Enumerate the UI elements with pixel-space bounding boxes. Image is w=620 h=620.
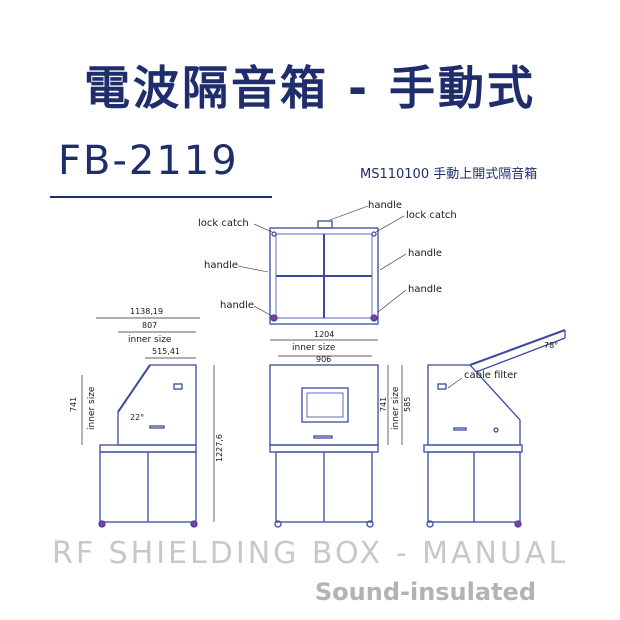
label-lock-catch-left: lock catch [198,218,249,229]
open-lid [469,329,566,366]
label-handle-right-2: handle [408,284,442,295]
side-upper-body [117,364,197,446]
top-view [269,220,379,325]
label-open-angle: 78° [544,341,558,350]
dim-front-inner-width: 906 [316,355,331,364]
label-handle-left: handle [204,260,238,271]
dim-half: 515,41 [152,347,180,356]
footer-title: RF SHIELDING BOX - MANUAL [52,536,569,571]
dim-front-height-2: 585 [403,397,412,412]
dim-front-height-label: inner size [391,386,401,430]
leader-handle-right-2 [377,289,407,313]
dim-total-height: 1227,6 [215,434,224,462]
technical-drawing: handle lock catch lock catch handle hand… [69,200,566,528]
side-view [98,364,198,528]
front-stand-top [269,444,379,453]
leader-cable-filter [447,377,463,389]
page-title: 電波隔音箱 - 手動式 [83,61,537,115]
dim-front-inner-label: inner size [292,343,336,353]
side-stand-top [99,444,197,453]
open-wheel [514,520,522,528]
dim-angle: 22° [130,413,144,422]
open-slot [453,427,467,431]
open-panel-button [437,383,447,390]
leader-handle-left [237,265,269,273]
product-subtitle: MS110100 手動上開式隔音箱 [360,167,538,182]
open-wheel [426,520,434,528]
front-slot [313,435,333,439]
dim-front-width: 1204 [314,330,334,339]
side-slot [149,425,165,429]
front-wheel [274,520,282,528]
top-corner-knob [370,314,378,322]
label-cable-filter: cable filter [464,370,518,381]
side-wheel [98,520,106,528]
dim-height-inner: 741 [69,397,78,412]
top-corner-knob [371,231,377,237]
model-underline [50,196,272,198]
label-handle-right-1: handle [408,248,442,259]
front-upper-body [269,364,379,446]
dim-front-height-inner: 741 [379,397,388,412]
model-number: FB-2119 [58,138,239,184]
side-panel-button [173,383,183,390]
open-knob [493,427,499,433]
dim-height-inner-label: inner size [87,386,97,430]
top-handle-shape [317,220,333,229]
leader-lock-left [253,223,273,233]
open-view [423,329,566,528]
dim-depth: 1138,19 [130,307,163,316]
front-window [301,387,349,423]
front-wheel [366,520,374,528]
leader-handle-top [329,205,369,221]
label-handle-top: handle [368,200,402,211]
leader-lock-right [375,215,405,233]
leader-handle-right-1 [379,253,407,271]
front-view [269,364,379,528]
dim-inner-width: 807 [142,321,157,330]
open-stand-top [423,444,523,453]
side-wheel [190,520,198,528]
top-corner-knob [270,314,278,322]
leader-handle-bottom-left [253,305,273,317]
front-window-inner [306,392,344,418]
dim-inner-label: inner size [128,335,172,345]
label-handle-bottom-left: handle [220,300,254,311]
top-corner-knob [271,231,277,237]
open-lid-2 [475,337,566,373]
footer-subtitle: Sound-insulated [314,578,536,606]
label-lock-catch-right: lock catch [406,210,457,221]
side-door-edge [117,364,151,413]
